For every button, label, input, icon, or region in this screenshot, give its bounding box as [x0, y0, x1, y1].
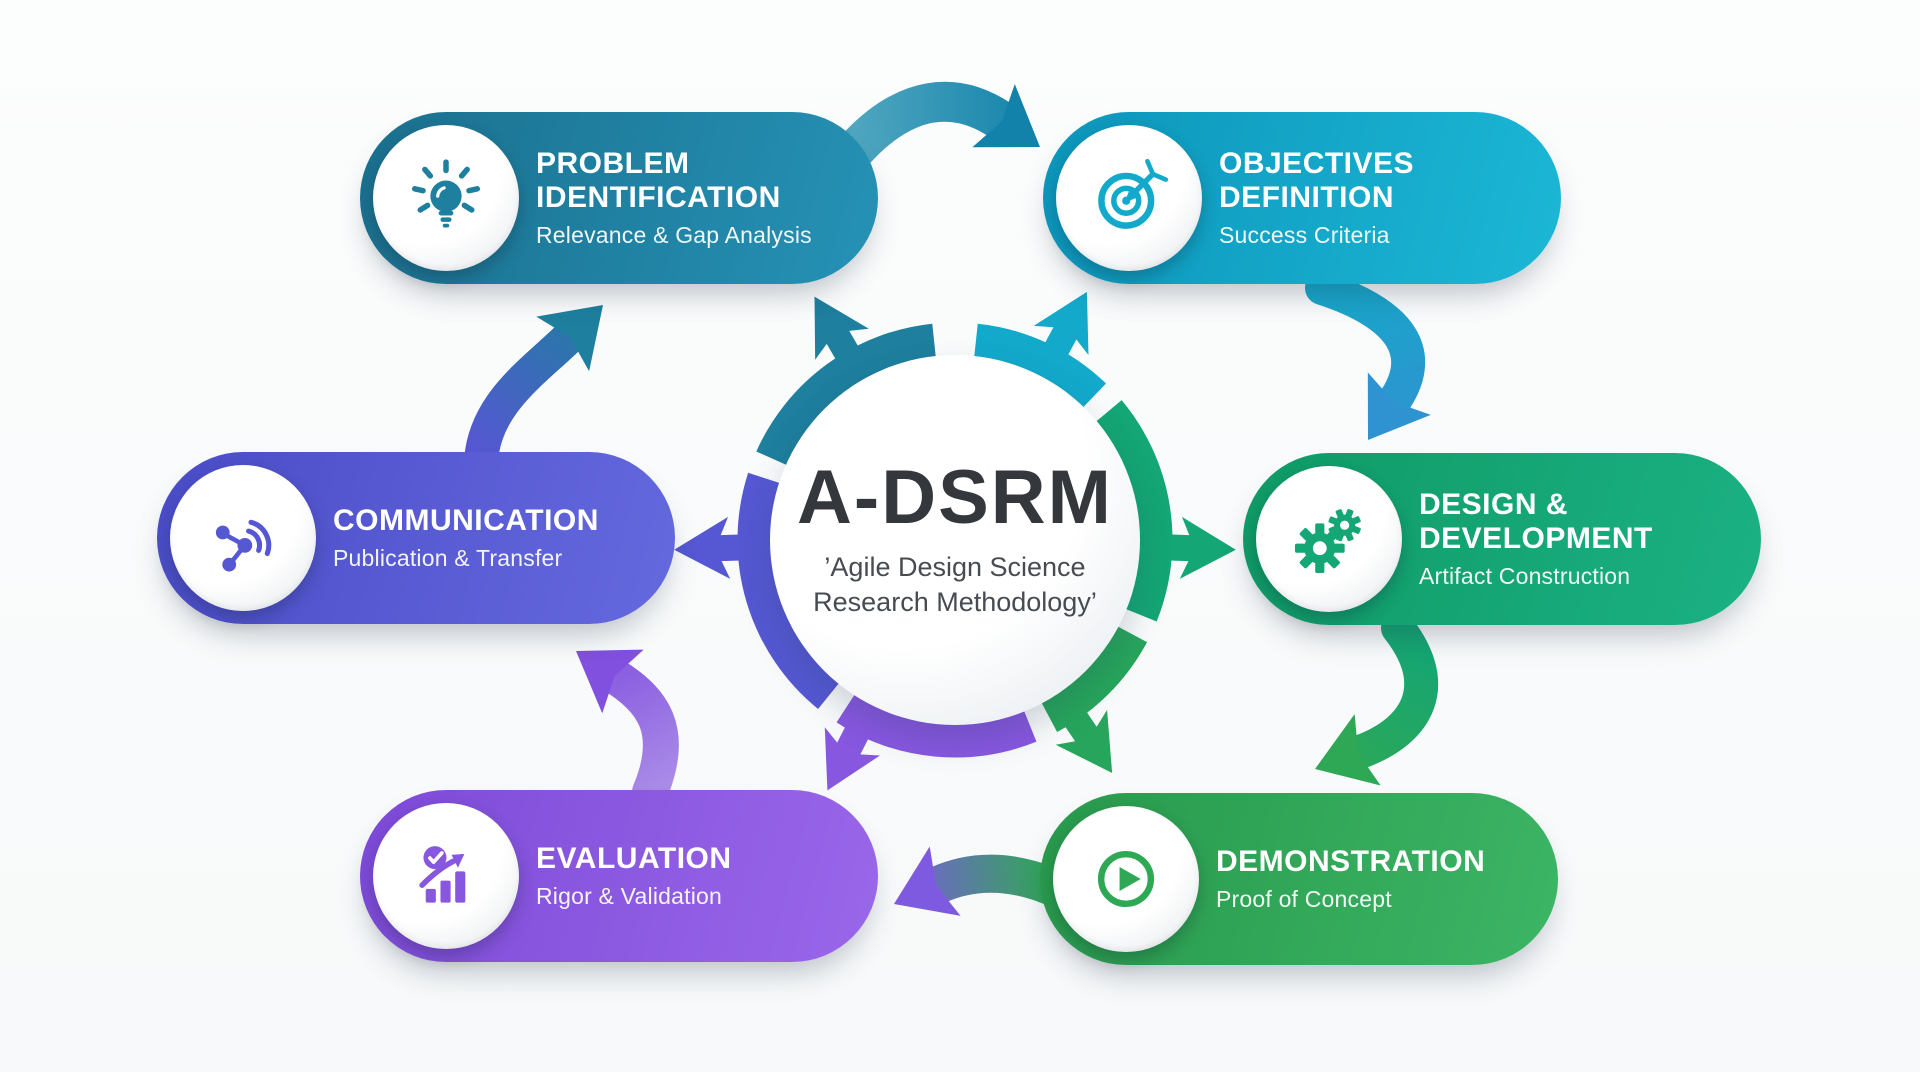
- ring-outward-arrows: [674, 291, 1236, 791]
- stage-subtitle: Success Criteria: [1219, 221, 1390, 248]
- stage-title: COMMUNICATION: [333, 504, 599, 538]
- center-subtitle-line1: ’Agile Design Science: [824, 551, 1086, 582]
- gears-icon: [1256, 466, 1402, 612]
- arrow-evaluation-to-communication: [576, 649, 679, 810]
- stage-subtitle: Proof of Concept: [1216, 885, 1392, 912]
- ring-segment-teal: [756, 323, 937, 467]
- stage-subtitle: Publication & Transfer: [333, 544, 563, 571]
- play-icon: [1053, 806, 1199, 952]
- stage-subtitle: Relevance & Gap Analysis: [536, 221, 812, 248]
- stage-connectors: [465, 81, 1439, 916]
- stage-design-development: DESIGN & DEVELOPMENT Artifact Constructi…: [1243, 453, 1761, 625]
- stage-title: DESIGN & DEVELOPMENT: [1419, 488, 1653, 555]
- arrow-demonstration-to-evaluation: [894, 846, 1069, 916]
- lightbulb-icon: [373, 125, 519, 271]
- arrow-communication-to-problem: [465, 305, 603, 469]
- target-icon: [1056, 125, 1202, 271]
- ring-arrow-down-right-icon: [1048, 686, 1113, 773]
- stage-demonstration: DEMONSTRATION Proof of Concept: [1040, 793, 1558, 965]
- chart-growth-check-icon: [373, 803, 519, 949]
- stage-title: DEMONSTRATION: [1216, 845, 1486, 879]
- stage-subtitle: Artifact Construction: [1419, 562, 1631, 589]
- stage-title: EVALUATION: [536, 842, 732, 876]
- ring-arrow-left-icon: [674, 516, 770, 579]
- stage-subtitle: Rigor & Validation: [536, 882, 722, 909]
- ring-segment-indigo: [737, 472, 841, 709]
- ring-arrow-up-right-icon: [1030, 291, 1089, 382]
- ring-segment-emerald: [1094, 400, 1173, 622]
- stage-evaluation: EVALUATION Rigor & Validation: [360, 790, 878, 962]
- center-title: A-DSRM: [797, 454, 1113, 540]
- ring-arrow-down-left-icon: [824, 699, 883, 791]
- center-hub: A-DSRM ’Agile Design Science Research Me…: [770, 355, 1140, 725]
- stage-communication: COMMUNICATION Publication & Transfer: [157, 452, 675, 624]
- stage-problem-identification: PROBLEM IDENTIFICATION Relevance & Gap A…: [360, 112, 878, 284]
- cycle-ring: [737, 323, 1173, 758]
- share-broadcast-icon: [170, 465, 316, 611]
- arrow-design-to-demonstration: [1315, 611, 1439, 786]
- ring-arrow-up-left-icon: [814, 296, 874, 386]
- center-subtitle: ’Agile Design Science Research Methodolo…: [813, 550, 1097, 620]
- arrow-objectives-to-design: [1305, 271, 1431, 440]
- stage-objectives-definition: OBJECTIVES DEFINITION Success Criteria: [1043, 112, 1561, 284]
- stage-title: OBJECTIVES DEFINITION: [1219, 147, 1415, 214]
- center-subtitle-line2: Research Methodology’: [813, 587, 1097, 617]
- ring-arrow-right-icon: [1140, 516, 1236, 579]
- stage-title: PROBLEM IDENTIFICATION: [536, 147, 781, 214]
- arrow-problem-to-objectives: [835, 81, 1040, 170]
